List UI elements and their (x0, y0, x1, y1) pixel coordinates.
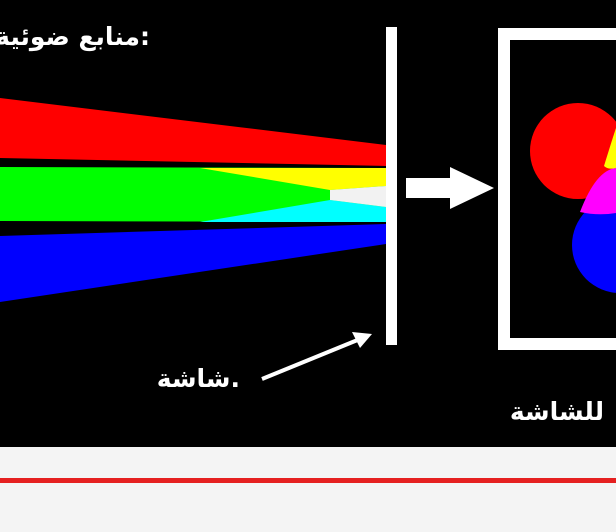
red-rule (0, 478, 616, 483)
screen-label: شاشة. (157, 364, 240, 393)
sources-label: منابع ضوئية: (0, 22, 150, 52)
page-area (0, 447, 616, 532)
diagram-background (0, 0, 616, 447)
screen-bar (386, 27, 397, 345)
screen-view-label: للشاشة (510, 397, 604, 426)
